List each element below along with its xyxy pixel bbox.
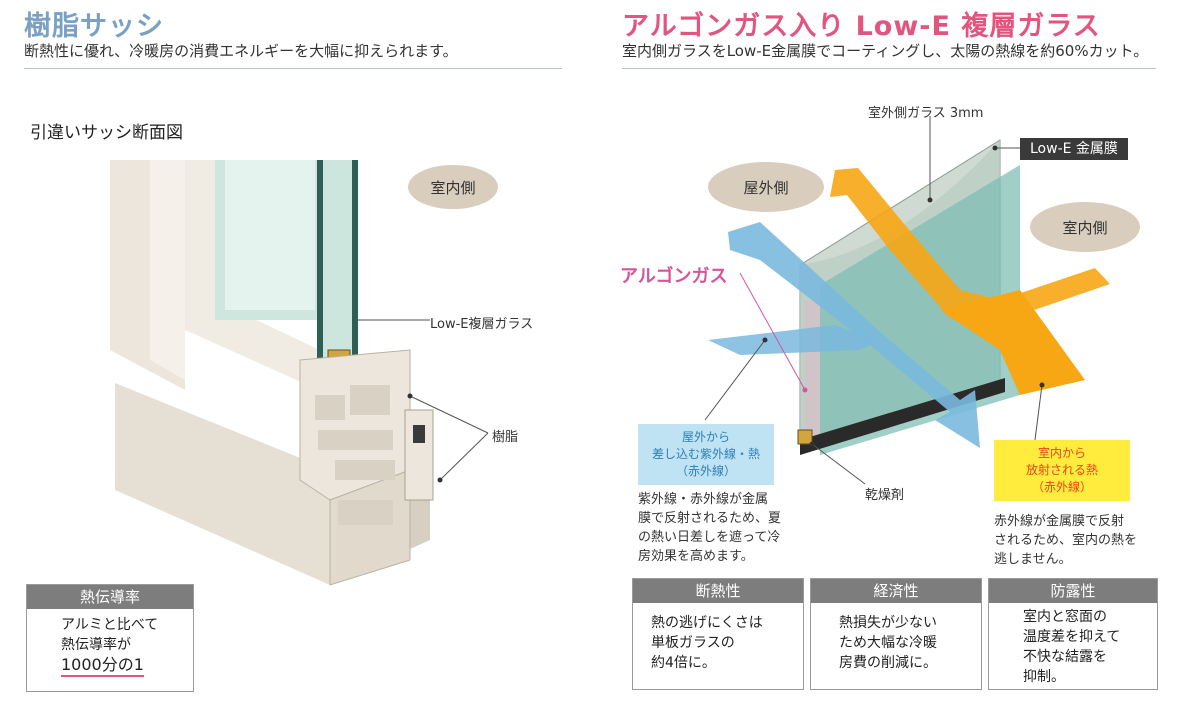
glass-pane-inner [352,160,358,370]
outer-glass-label: 室外側ガラス 3mm [868,106,984,121]
uv-note: 紫外線・赤外線が金属 膜で反射されるため、夏 の熱い日差しを遮って冷 房効果を高… [638,490,781,566]
left-indoor-pill: 室内側 [408,165,498,209]
sill-slab [115,383,330,585]
heat-note-line: 逃しません。 [994,552,1072,567]
uv-label-box: 屋外から 差し込む紫外線・熱 （赤外線） [638,424,774,485]
resin-pointer-1 [409,395,489,434]
feature-line: 房費の削減に。 [839,655,937,671]
lowe-film-tag: Low-E 金属膜 [1020,138,1128,160]
feature-condensation-box: 防露性 室内と窓面の 温度差を抑えて 不快な結露を 抑制。 [988,578,1158,690]
feature-line: 熱の逃げにくさは [651,615,763,631]
left-subtitle: 断熱性に優れ、冷暖房の消費エネルギーを大幅に抑えられます。 [24,42,458,60]
heat-arrow-reflect [940,290,1085,395]
feature-line: 約4倍に。 [651,655,716,671]
desiccant-pointer [811,443,866,485]
argon-label: アルゴンガス [620,266,728,287]
uv-box-line3: （赤外線） [675,464,736,478]
desiccant-spacer [797,429,813,445]
argon-gap [805,300,820,440]
right-subtitle: 室内側ガラスをLow-E金属膜でコーティングし、太陽の熱線を約60%カット。 [622,42,1149,60]
uv-note-line: 膜で反射されるため、夏 [638,511,782,526]
feature-economy-heading: 経済性 [811,579,981,603]
uv-pointer [704,339,766,421]
feature-line: 室内と窓面の [1023,609,1107,625]
heat-box-line3: （赤外線） [1031,480,1092,494]
inner-glass-pane [820,165,1020,455]
resin-callout: 樹脂 [492,430,519,445]
inner-frame [185,160,330,395]
section-label: 引違いサッシ断面図 [30,123,183,143]
feature-line: 熱損失が少ない [839,615,937,631]
heat-note-line: されるため、室内の熱を [994,533,1138,548]
feature-line: 不快な結露を [1023,649,1107,665]
desiccant-label: 乾燥剤 [865,488,905,503]
feature-economy-box: 経済性 熱損失が少ない ため大幅な冷暖 房費の削減に。 [810,578,982,690]
feature-line: 抑制。 [1023,669,1065,685]
feature-insulation-heading: 断熱性 [633,579,803,603]
conductivity-line3: 1000分の1 [61,655,144,677]
uv-box-line2: 差し込む紫外線・熱 [651,447,760,461]
heat-label-box: 室内から 放射される熱 （赤外線） [994,440,1130,501]
heat-box-line2: 放射される熱 [1025,463,1098,477]
uv-arrow-reflect [708,325,880,355]
right-divider [622,68,1156,69]
uv-box-line1: 屋外から [681,430,730,444]
left-divider [24,68,562,69]
heat-arrow-out [830,168,1110,320]
lowe-callout: Low-E複層ガラス [430,317,534,332]
sash-cross-section [110,160,489,586]
feature-line: 単板ガラスの [651,635,735,651]
left-title: 樹脂サッシ [24,11,164,42]
uv-note-line: 紫外線・赤外線が金属 [638,492,769,507]
uv-note-line: 房効果を高めます。 [638,549,754,564]
feature-insulation-box: 断熱性 熱の逃げにくさは 単板ガラスの 約4倍に。 [632,578,804,690]
heat-note: 赤外線が金属膜で反射 されるため、室内の熱を 逃しません。 [994,512,1137,569]
glass-diagram [704,116,1110,485]
glass-pane-outer [317,160,323,360]
feature-condensation-heading: 防露性 [989,579,1157,603]
conductivity-heading: 熱伝導率 [27,585,193,609]
heat-pointer [1034,384,1043,441]
conductivity-line2: 熱伝導率が [61,637,131,653]
heat-note-line: 赤外線が金属膜で反射 [994,514,1125,529]
feature-line: 温度差を抑えて [1023,629,1121,645]
outdoor-pill: 屋外側 [708,162,824,212]
argon-pointer [739,272,806,391]
right-indoor-pill: 室内側 [1030,202,1140,252]
uv-note-line: の熱い日差しを遮って冷 [638,530,781,545]
resin-pointer-2 [439,432,489,481]
conductivity-line1: アルミと比べて [61,617,159,633]
feature-line: ため大幅な冷暖 [839,635,937,651]
conductivity-box: 熱伝導率 アルミと比べて 熱伝導率が 1000分の1 [26,584,194,692]
uv-arrow [728,222,980,448]
right-title: アルゴンガス入り Low-E 複層ガラス [622,11,1101,42]
heat-box-line1: 室内から [1037,446,1086,460]
